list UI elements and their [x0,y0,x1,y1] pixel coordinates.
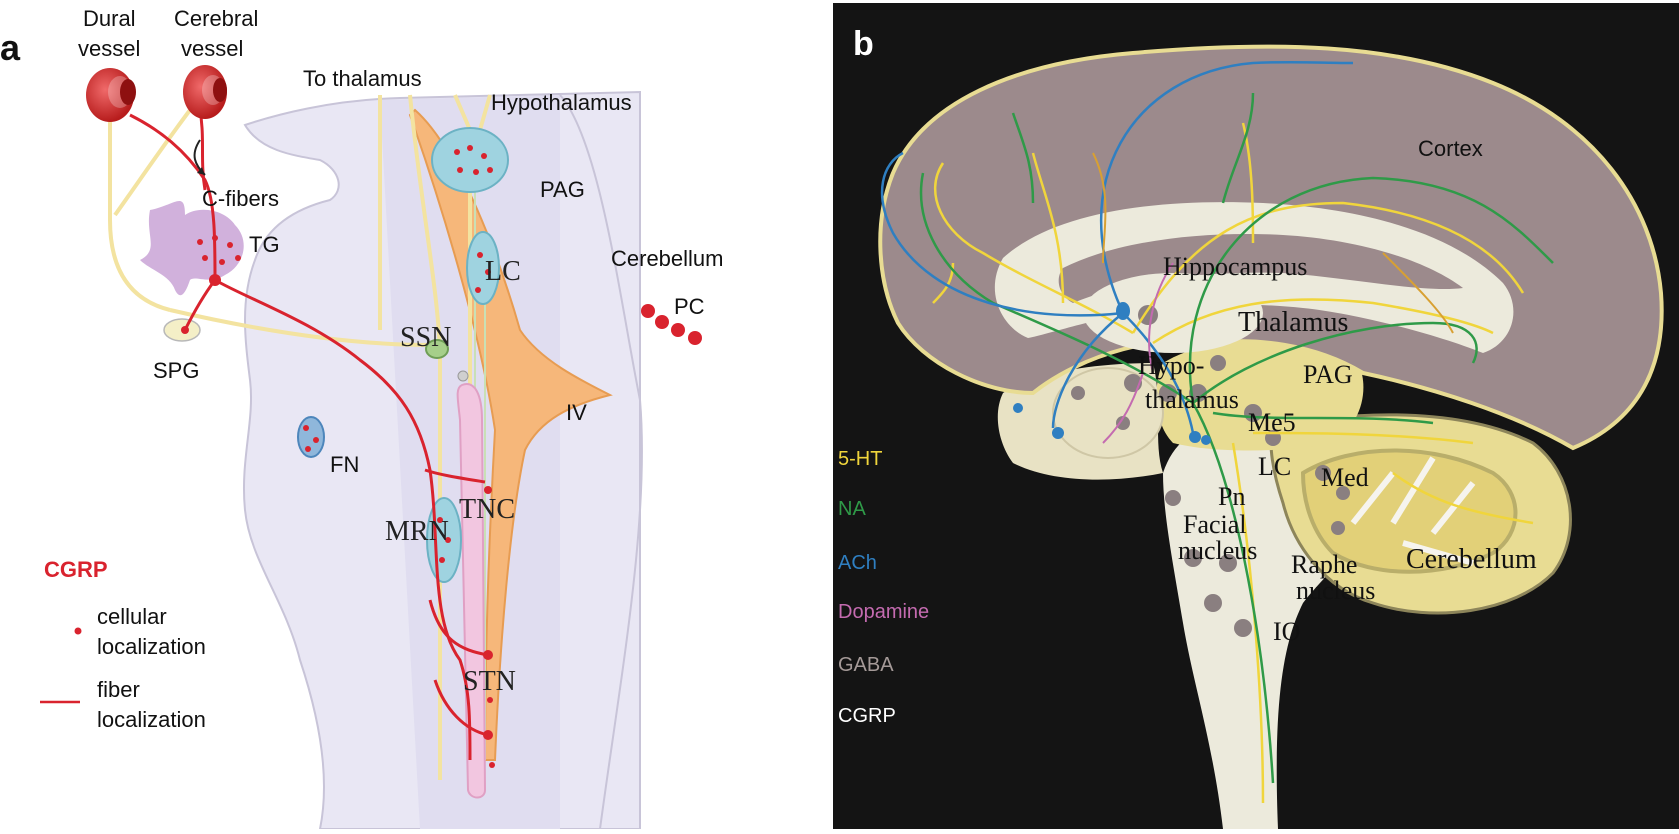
cerebellum-edge [559,94,643,830]
label-hippocampus: Hippocampus [1163,252,1307,281]
pag-nucleus [431,127,509,193]
acetylcholine-pathways [880,60,1354,434]
label-dural-vessel-1: Dural [83,6,136,31]
label-pag: PAG [540,177,585,202]
cerebellum-folia [1350,456,1476,566]
tg-ganglion [140,200,244,296]
legend-ach: ACh [838,552,877,574]
cgrp-fibers [129,109,489,761]
panel-a-cgrp-trigeminovascular-diagram: a Dural vessel Cerebral vessel To thalam… [0,0,830,830]
label-raphe-2: nucleus [1296,576,1375,605]
label-hypothalamus: Hypothalamus [491,90,632,115]
label-cortex: Cortex [1418,136,1483,161]
label-io: IO [1273,617,1300,646]
white-matter-shape [994,202,1514,353]
thalamus-region [1083,273,1263,353]
label-iv: IV [566,400,587,425]
label-ssn: SSN [400,322,451,353]
label-c-fibers: C-fibers [202,186,279,211]
orange-pathways [1092,152,1454,334]
tg-node [209,274,221,286]
label-mrn: MRN [385,516,449,547]
spg-node [181,326,189,334]
cerebellum-arbor [1300,448,1518,574]
label-spg: SPG [153,358,199,383]
lc-nucleus [466,231,500,305]
legend-gaba: GABA [838,654,894,676]
label-raphe-1: Raphe [1291,550,1357,579]
corpus-callosum-inner [1058,233,1463,303]
tnc-column [456,383,487,799]
label-me5: Me5 [1248,408,1296,437]
label-facial-1: Facial [1183,510,1247,539]
label-lc: LC [1258,452,1291,481]
fn-nucleus [297,416,325,458]
label-lc: LC [485,256,521,287]
label-to-thalamus: To thalamus [303,66,422,91]
legend-cellular-2: localization [97,634,206,659]
legend-fiber-2: localization [97,707,206,732]
label-cerebellum: Cerebellum [1406,544,1537,575]
label-pn: Pn [1218,482,1245,511]
legend-title-cgrp: CGRP [44,557,108,582]
label-facial-2: nucleus [1178,536,1257,565]
pc-dots [641,304,702,345]
label-cerebral-vessel-1: Cerebral [174,6,258,31]
panel-b-letter: b [853,25,874,63]
legend-cgrp: CGRP [838,705,896,727]
label-tg: TG [249,232,280,257]
panel-a-letter: a [0,27,21,68]
cerebral-vessel-icon [183,65,227,119]
label-dural-vessel-2: vessel [78,36,140,61]
label-stn: STN [463,666,516,697]
label-hypothalamus-1: Hypo- [1138,351,1204,380]
legend-na: NA [838,498,866,520]
legend-dot-icon [74,627,82,635]
ssn-nucleus [425,339,449,359]
label-fn: FN [330,452,359,477]
dopamine-pathways [1102,262,1174,444]
label-pag: PAG [1303,360,1353,389]
legend-5ht: 5-HT [838,448,882,470]
midbrain-region [1156,339,1364,451]
label-pc: PC [674,294,705,319]
label-med: Med [1321,463,1369,492]
label-tnc: TNC [459,494,515,525]
fourth-ventricle-shape [408,108,613,761]
label-cerebellum: Cerebellum [611,246,724,271]
dural-vessel-icon [86,68,136,122]
panel-b-svg: b Cortex Hippocampus Thalamus Hypo- thal… [833,3,1679,829]
panel-b-neurotransmitter-brain-diagram: b Cortex Hippocampus Thalamus Hypo- thal… [833,3,1679,829]
label-cerebral-vessel-2: vessel [181,36,243,61]
label-thalamus: Thalamus [1238,307,1348,338]
arrowhead-icon [197,167,205,175]
ssn-node [457,370,469,382]
ach-nuclei [1013,302,1211,445]
panel-a-svg: a Dural vessel Cerebral vessel To thalam… [0,6,724,830]
serotonin-pathways [932,122,1534,804]
legend-dopamine: Dopamine [838,601,929,623]
legend-cellular-1: cellular [97,604,167,629]
legend-fiber-1: fiber [97,677,140,702]
cgrp-cell-dots [197,145,495,768]
label-hypothalamus-2: thalamus [1145,385,1239,414]
